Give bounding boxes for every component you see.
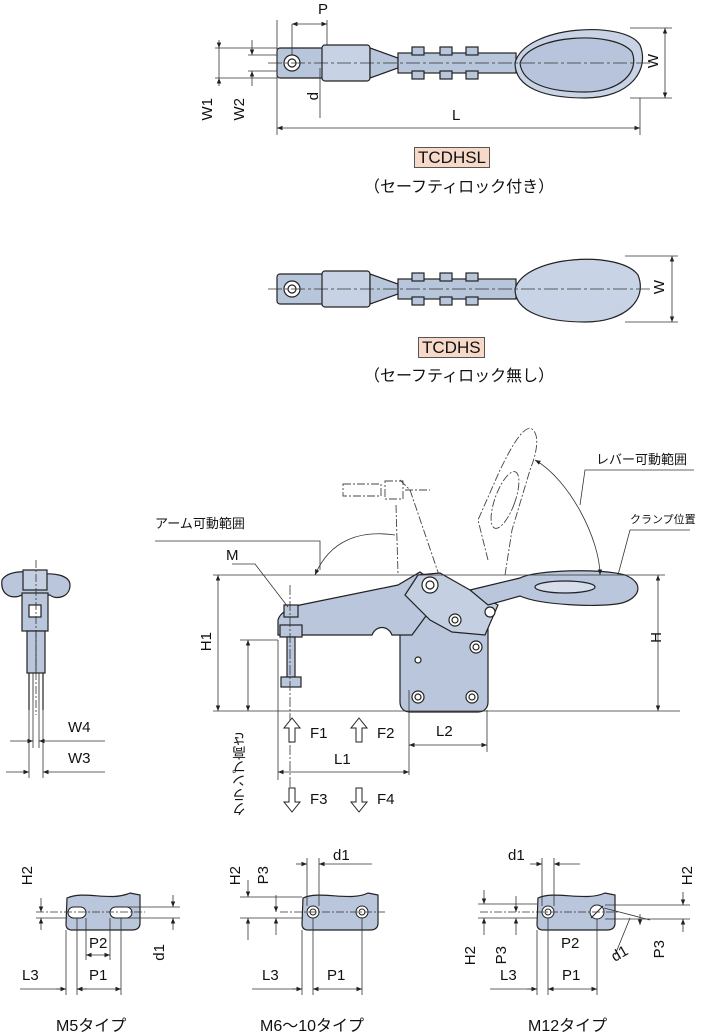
detail-m5 <box>20 892 180 995</box>
force-arrows <box>282 717 369 813</box>
dim-d-label: d <box>305 92 322 101</box>
dim-l-label: L <box>452 107 461 124</box>
m12-h2-label: H2 <box>462 946 479 966</box>
m5-type-label: M5タイプ <box>56 1018 127 1035</box>
m6-p3-label: P3 <box>255 866 272 885</box>
m5-p2-label: P2 <box>89 935 108 952</box>
clamp-height-label: クランプ高さ <box>231 732 247 816</box>
dim-w1-label: W1 <box>199 98 216 121</box>
m5-d1-label: d1 <box>151 944 168 961</box>
caption-with-safety-lock: （セーフティロック付き） <box>364 179 555 196</box>
detail-m12 <box>478 858 690 995</box>
m12-type-label: M12タイプ <box>528 1018 608 1035</box>
detail-m6-10 <box>240 858 385 995</box>
force-f2-label: F2 <box>377 725 395 742</box>
dim-l1-label: L1 <box>334 751 351 768</box>
m12-l3-label: L3 <box>500 967 517 984</box>
m6-d1-label: d1 <box>333 847 350 864</box>
model-badge-tcdhsl: TCDHSL <box>414 147 491 168</box>
dim-m-label: M <box>226 547 239 564</box>
dim-w-label: W <box>645 54 662 69</box>
m5-p1-label: P1 <box>89 967 108 984</box>
m6-l3-label: L3 <box>262 967 279 984</box>
arm-range-label: アーム可動範囲 <box>155 516 245 531</box>
m12-p2-label: P2 <box>561 935 580 952</box>
dim-w3-label: W3 <box>68 750 91 767</box>
dim-h-label: H <box>648 632 665 643</box>
dim-w2-label: W2 <box>231 98 248 121</box>
m5-h2-label: H2 <box>19 866 36 886</box>
m12-p3-label: P3 <box>493 946 510 965</box>
top-view-unlocked <box>276 258 641 323</box>
dim-l2-label: L2 <box>436 723 453 740</box>
model-badge-tcdhs: TCDHS <box>418 337 485 358</box>
force-f3-label: F3 <box>310 791 328 808</box>
dim-w-label-2: W <box>651 280 668 295</box>
dim-h1-label: H1 <box>198 632 215 652</box>
m12-d1-top-label: d1 <box>508 847 525 864</box>
front-view <box>1 569 71 710</box>
m6-p1-label: P1 <box>327 967 346 984</box>
m12-p3-right-label: P3 <box>651 940 668 959</box>
top-view-locked <box>276 29 644 99</box>
caption-without-safety-lock: （セーフティロック無し） <box>364 368 555 385</box>
force-f1-label: F1 <box>310 725 328 742</box>
clamp-position-label: クランプ位置 <box>630 514 696 526</box>
m6-10-type-label: M6～10タイプ <box>260 1018 365 1035</box>
lever-range-label: レバー可動範囲 <box>596 452 688 467</box>
side-view <box>277 427 639 713</box>
m12-p1-label: P1 <box>562 967 581 984</box>
dim-w4-label: W4 <box>68 719 91 736</box>
m12-h2-right-label: H2 <box>679 866 696 886</box>
m6-h2-label: H2 <box>227 866 244 886</box>
m5-l3-label: L3 <box>22 967 39 984</box>
force-f4-label: F4 <box>377 791 395 808</box>
dim-p-label: P <box>318 1 329 18</box>
